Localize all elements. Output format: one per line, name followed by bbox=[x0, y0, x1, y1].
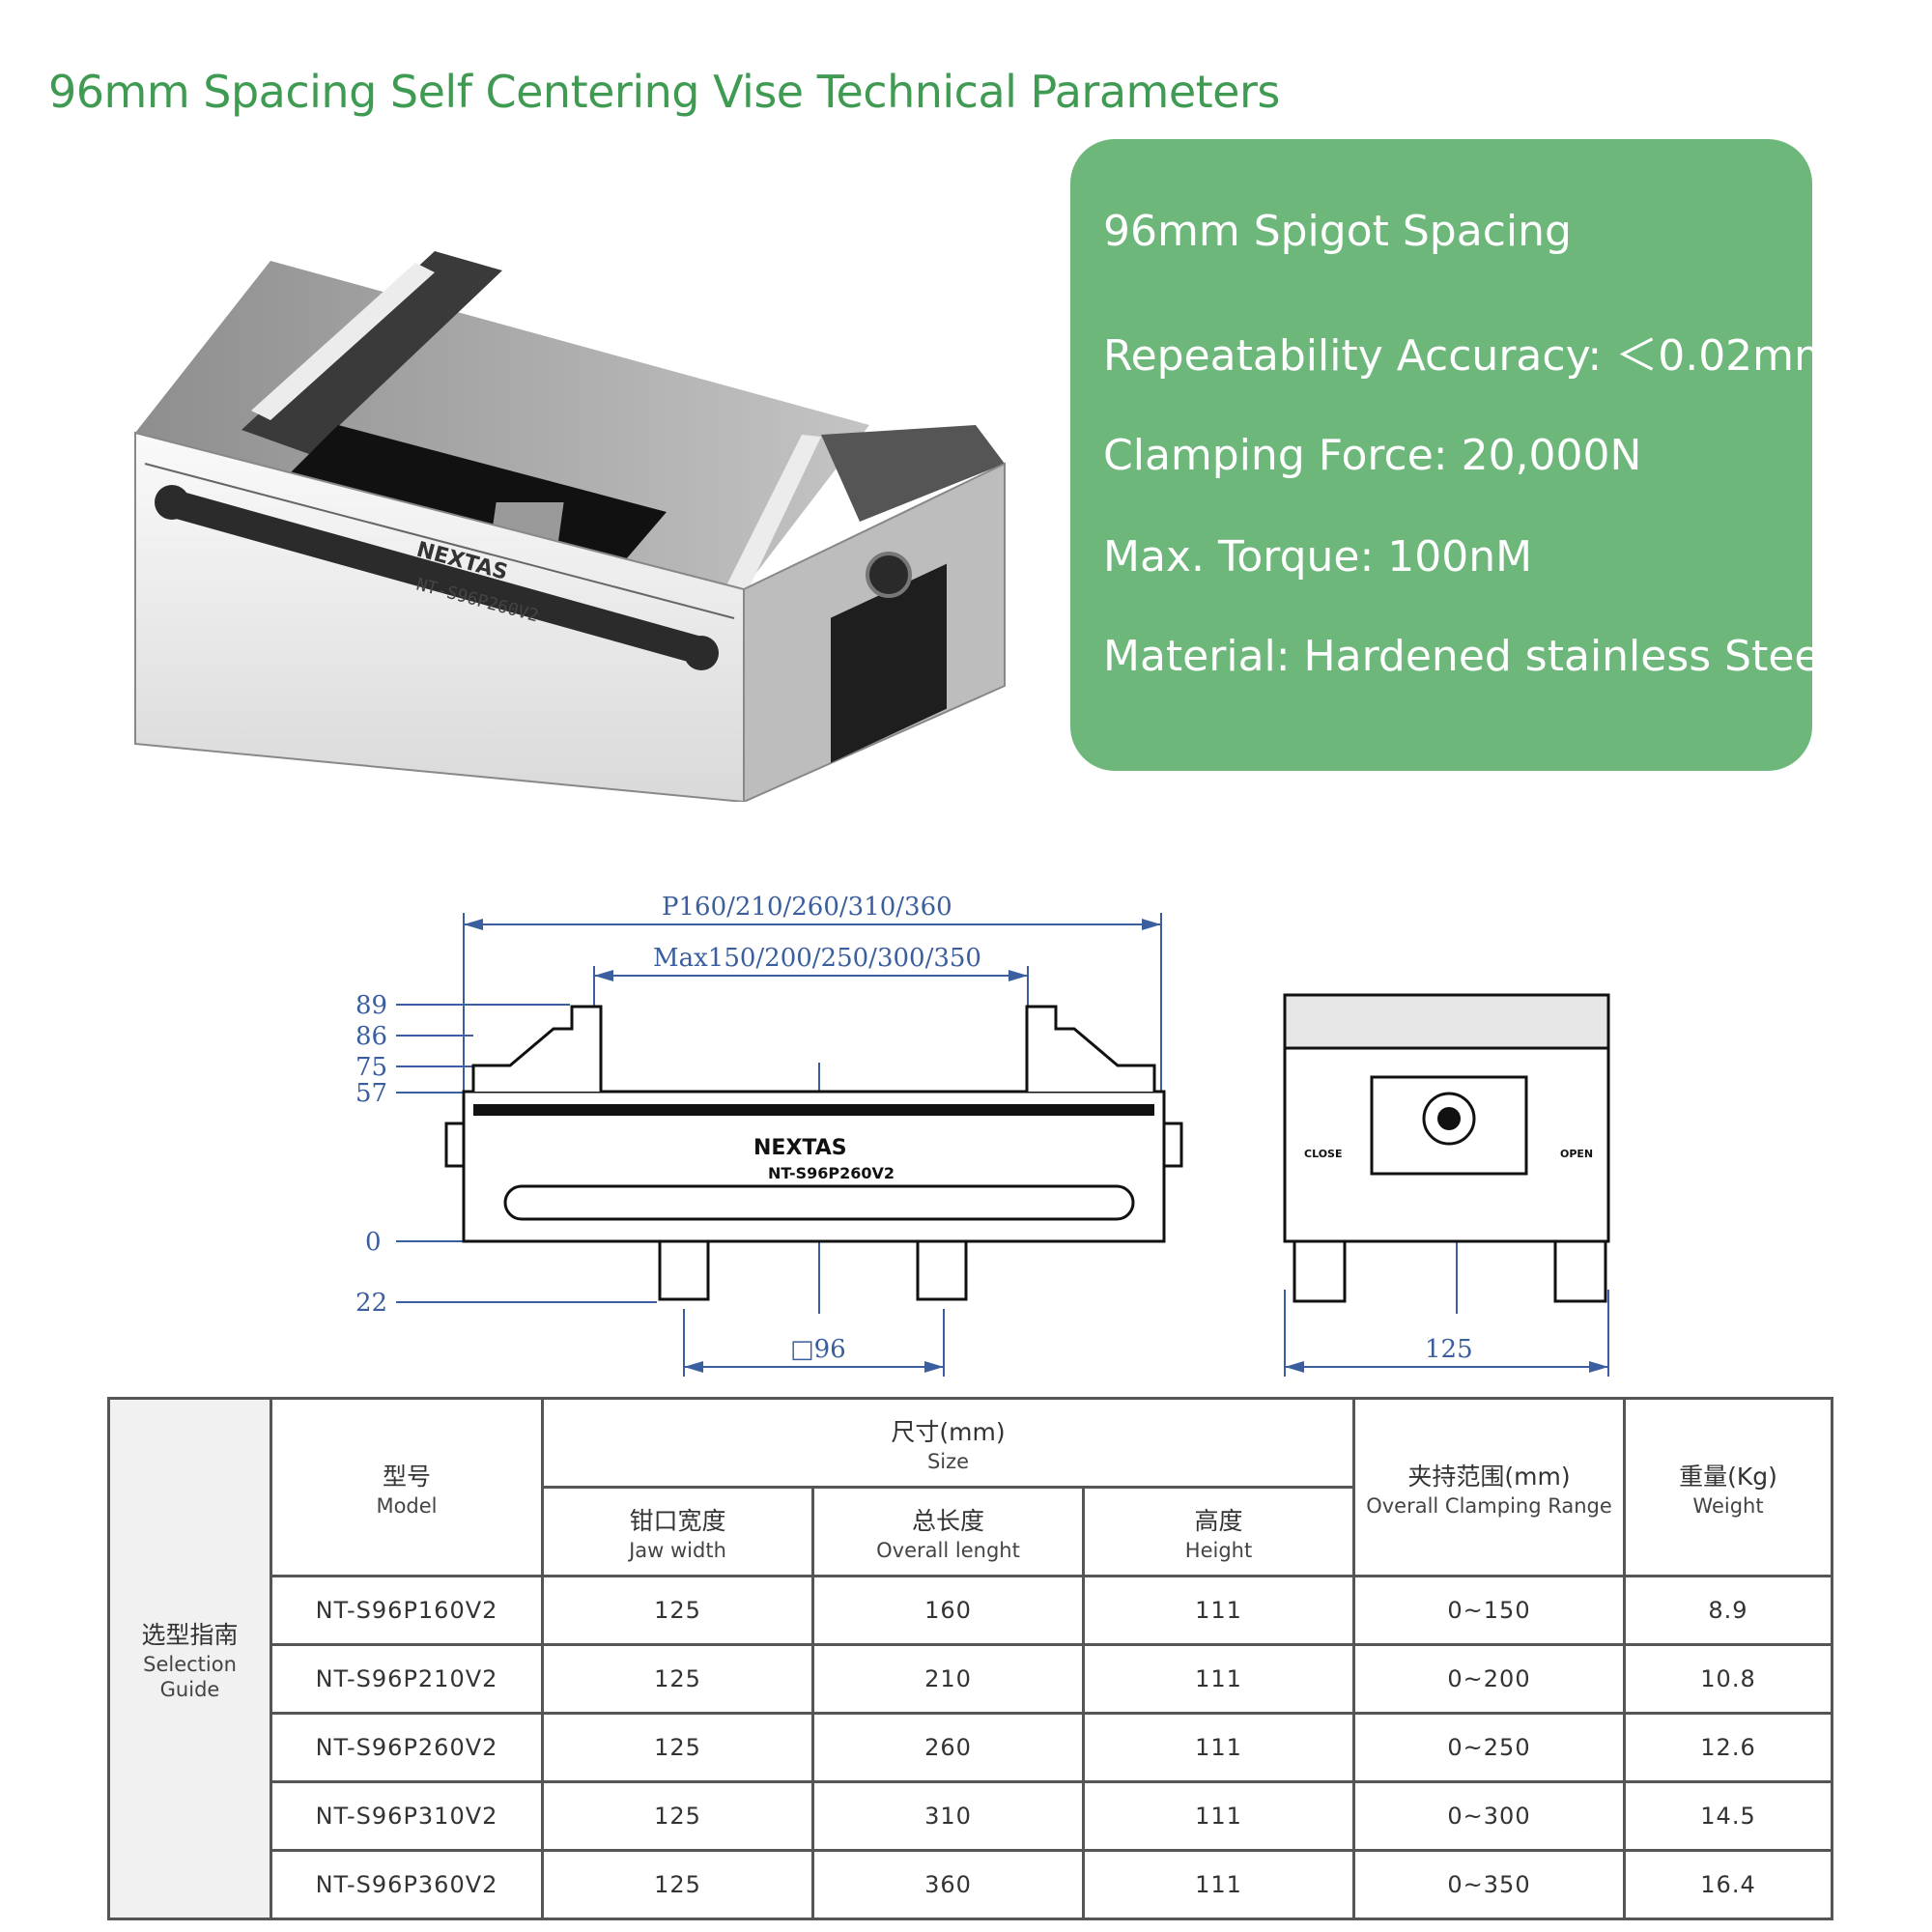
cell-range: 0~350 bbox=[1352, 1849, 1626, 1920]
dim-height-89: 89 bbox=[355, 991, 387, 1020]
spec-spacing: 96mm Spigot Spacing bbox=[1103, 207, 1572, 256]
vise-product-image: NEXTAS NT-S96P260V2 bbox=[134, 251, 1006, 802]
cell-length: 260 bbox=[811, 1712, 1085, 1783]
cell-weight: 14.5 bbox=[1623, 1780, 1833, 1852]
cell-model: NT-S96P310V2 bbox=[270, 1780, 544, 1852]
dim-width: 125 bbox=[1425, 1335, 1473, 1364]
cell-model: NT-S96P260V2 bbox=[270, 1712, 544, 1783]
cell-weight: 8.9 bbox=[1623, 1575, 1833, 1646]
table-row: NT-S96P310V2 125 310 111 0~300 14.5 bbox=[109, 1780, 1833, 1852]
page-title: 96mm Spacing Self Centering Vise Technic… bbox=[48, 66, 1280, 118]
jaw-width-header: 钳口宽度 Jaw width bbox=[541, 1486, 814, 1577]
dim-height-22: 22 bbox=[355, 1289, 387, 1318]
dim-height-0: 0 bbox=[365, 1228, 382, 1257]
cell-range: 0~200 bbox=[1352, 1643, 1626, 1715]
dim-max-opening: Max150/200/250/300/350 bbox=[653, 944, 981, 973]
spec-panel: 96mm Spigot Spacing Repeatability Accura… bbox=[1070, 139, 1835, 771]
cell-height: 111 bbox=[1082, 1712, 1355, 1783]
cell-model: NT-S96P360V2 bbox=[270, 1849, 544, 1920]
size-header: 尺寸(mm) Size bbox=[541, 1397, 1355, 1489]
weight-header: 重量(Kg) Weight bbox=[1623, 1397, 1833, 1577]
cell-length: 360 bbox=[811, 1849, 1085, 1920]
spec-torque: Max. Torque: 100nM bbox=[1103, 532, 1533, 582]
cell-height: 111 bbox=[1082, 1643, 1355, 1715]
spec-clamping-force: Clamping Force: 20,000N bbox=[1103, 431, 1642, 480]
cell-weight: 16.4 bbox=[1623, 1849, 1833, 1920]
dim-spigot-spacing: □96 bbox=[790, 1335, 846, 1364]
spec-repeatability: Repeatability Accuracy: ＜0.02mm bbox=[1103, 331, 1835, 381]
cell-length: 210 bbox=[811, 1643, 1085, 1715]
drawing-model-label: NT-S96P260V2 bbox=[768, 1164, 895, 1182]
cell-jaw-width: 125 bbox=[541, 1575, 814, 1646]
cell-height: 111 bbox=[1082, 1575, 1355, 1646]
cell-jaw-width: 125 bbox=[541, 1780, 814, 1852]
selection-guide-table: 选型指南 Selection Guide 型号 Model 尺寸(mm) Siz… bbox=[107, 1397, 1833, 1920]
cell-weight: 12.6 bbox=[1623, 1712, 1833, 1783]
overall-length-header: 总长度 Overall lenght bbox=[811, 1486, 1085, 1577]
cell-height: 111 bbox=[1082, 1780, 1355, 1852]
dim-height-57: 57 bbox=[355, 1079, 387, 1108]
cell-jaw-width: 125 bbox=[541, 1712, 814, 1783]
cell-height: 111 bbox=[1082, 1849, 1355, 1920]
cell-range: 0~300 bbox=[1352, 1780, 1626, 1852]
cell-model: NT-S96P210V2 bbox=[270, 1643, 544, 1715]
cell-jaw-width: 125 bbox=[541, 1643, 814, 1715]
model-header: 型号 Model bbox=[270, 1397, 544, 1577]
clamping-range-header: 夹持范围(mm) Overall Clamping Range bbox=[1352, 1397, 1626, 1577]
table-row: NT-S96P160V2 125 160 111 0~150 8.9 bbox=[109, 1575, 1833, 1646]
drawing-open-label: OPEN bbox=[1560, 1148, 1593, 1160]
selection-guide-header: 选型指南 Selection Guide bbox=[107, 1397, 272, 1920]
cell-model: NT-S96P160V2 bbox=[270, 1575, 544, 1646]
dim-height-86: 86 bbox=[355, 1022, 387, 1051]
drawing-brand-label: NEXTAS bbox=[753, 1136, 847, 1160]
height-header: 高度 Height bbox=[1082, 1486, 1355, 1577]
cell-range: 0~250 bbox=[1352, 1712, 1626, 1783]
table-row: NT-S96P360V2 125 360 111 0~350 16.4 bbox=[109, 1849, 1833, 1920]
cell-weight: 10.8 bbox=[1623, 1643, 1833, 1715]
cell-jaw-width: 125 bbox=[541, 1849, 814, 1920]
cell-length: 160 bbox=[811, 1575, 1085, 1646]
dim-total-length: P160/210/260/310/360 bbox=[662, 893, 952, 922]
table-row: NT-S96P260V2 125 260 111 0~250 12.6 bbox=[109, 1712, 1833, 1783]
table-row: NT-S96P210V2 125 210 111 0~200 10.8 bbox=[109, 1643, 1833, 1715]
drawing-close-label: CLOSE bbox=[1304, 1148, 1342, 1160]
cell-length: 310 bbox=[811, 1780, 1085, 1852]
cell-range: 0~150 bbox=[1352, 1575, 1626, 1646]
dim-height-75: 75 bbox=[355, 1053, 387, 1082]
spec-material: Material: Hardened stainless Steel bbox=[1103, 632, 1833, 681]
technical-drawing: P160/210/260/310/360 Max150/200/250/300/… bbox=[355, 893, 1610, 1377]
